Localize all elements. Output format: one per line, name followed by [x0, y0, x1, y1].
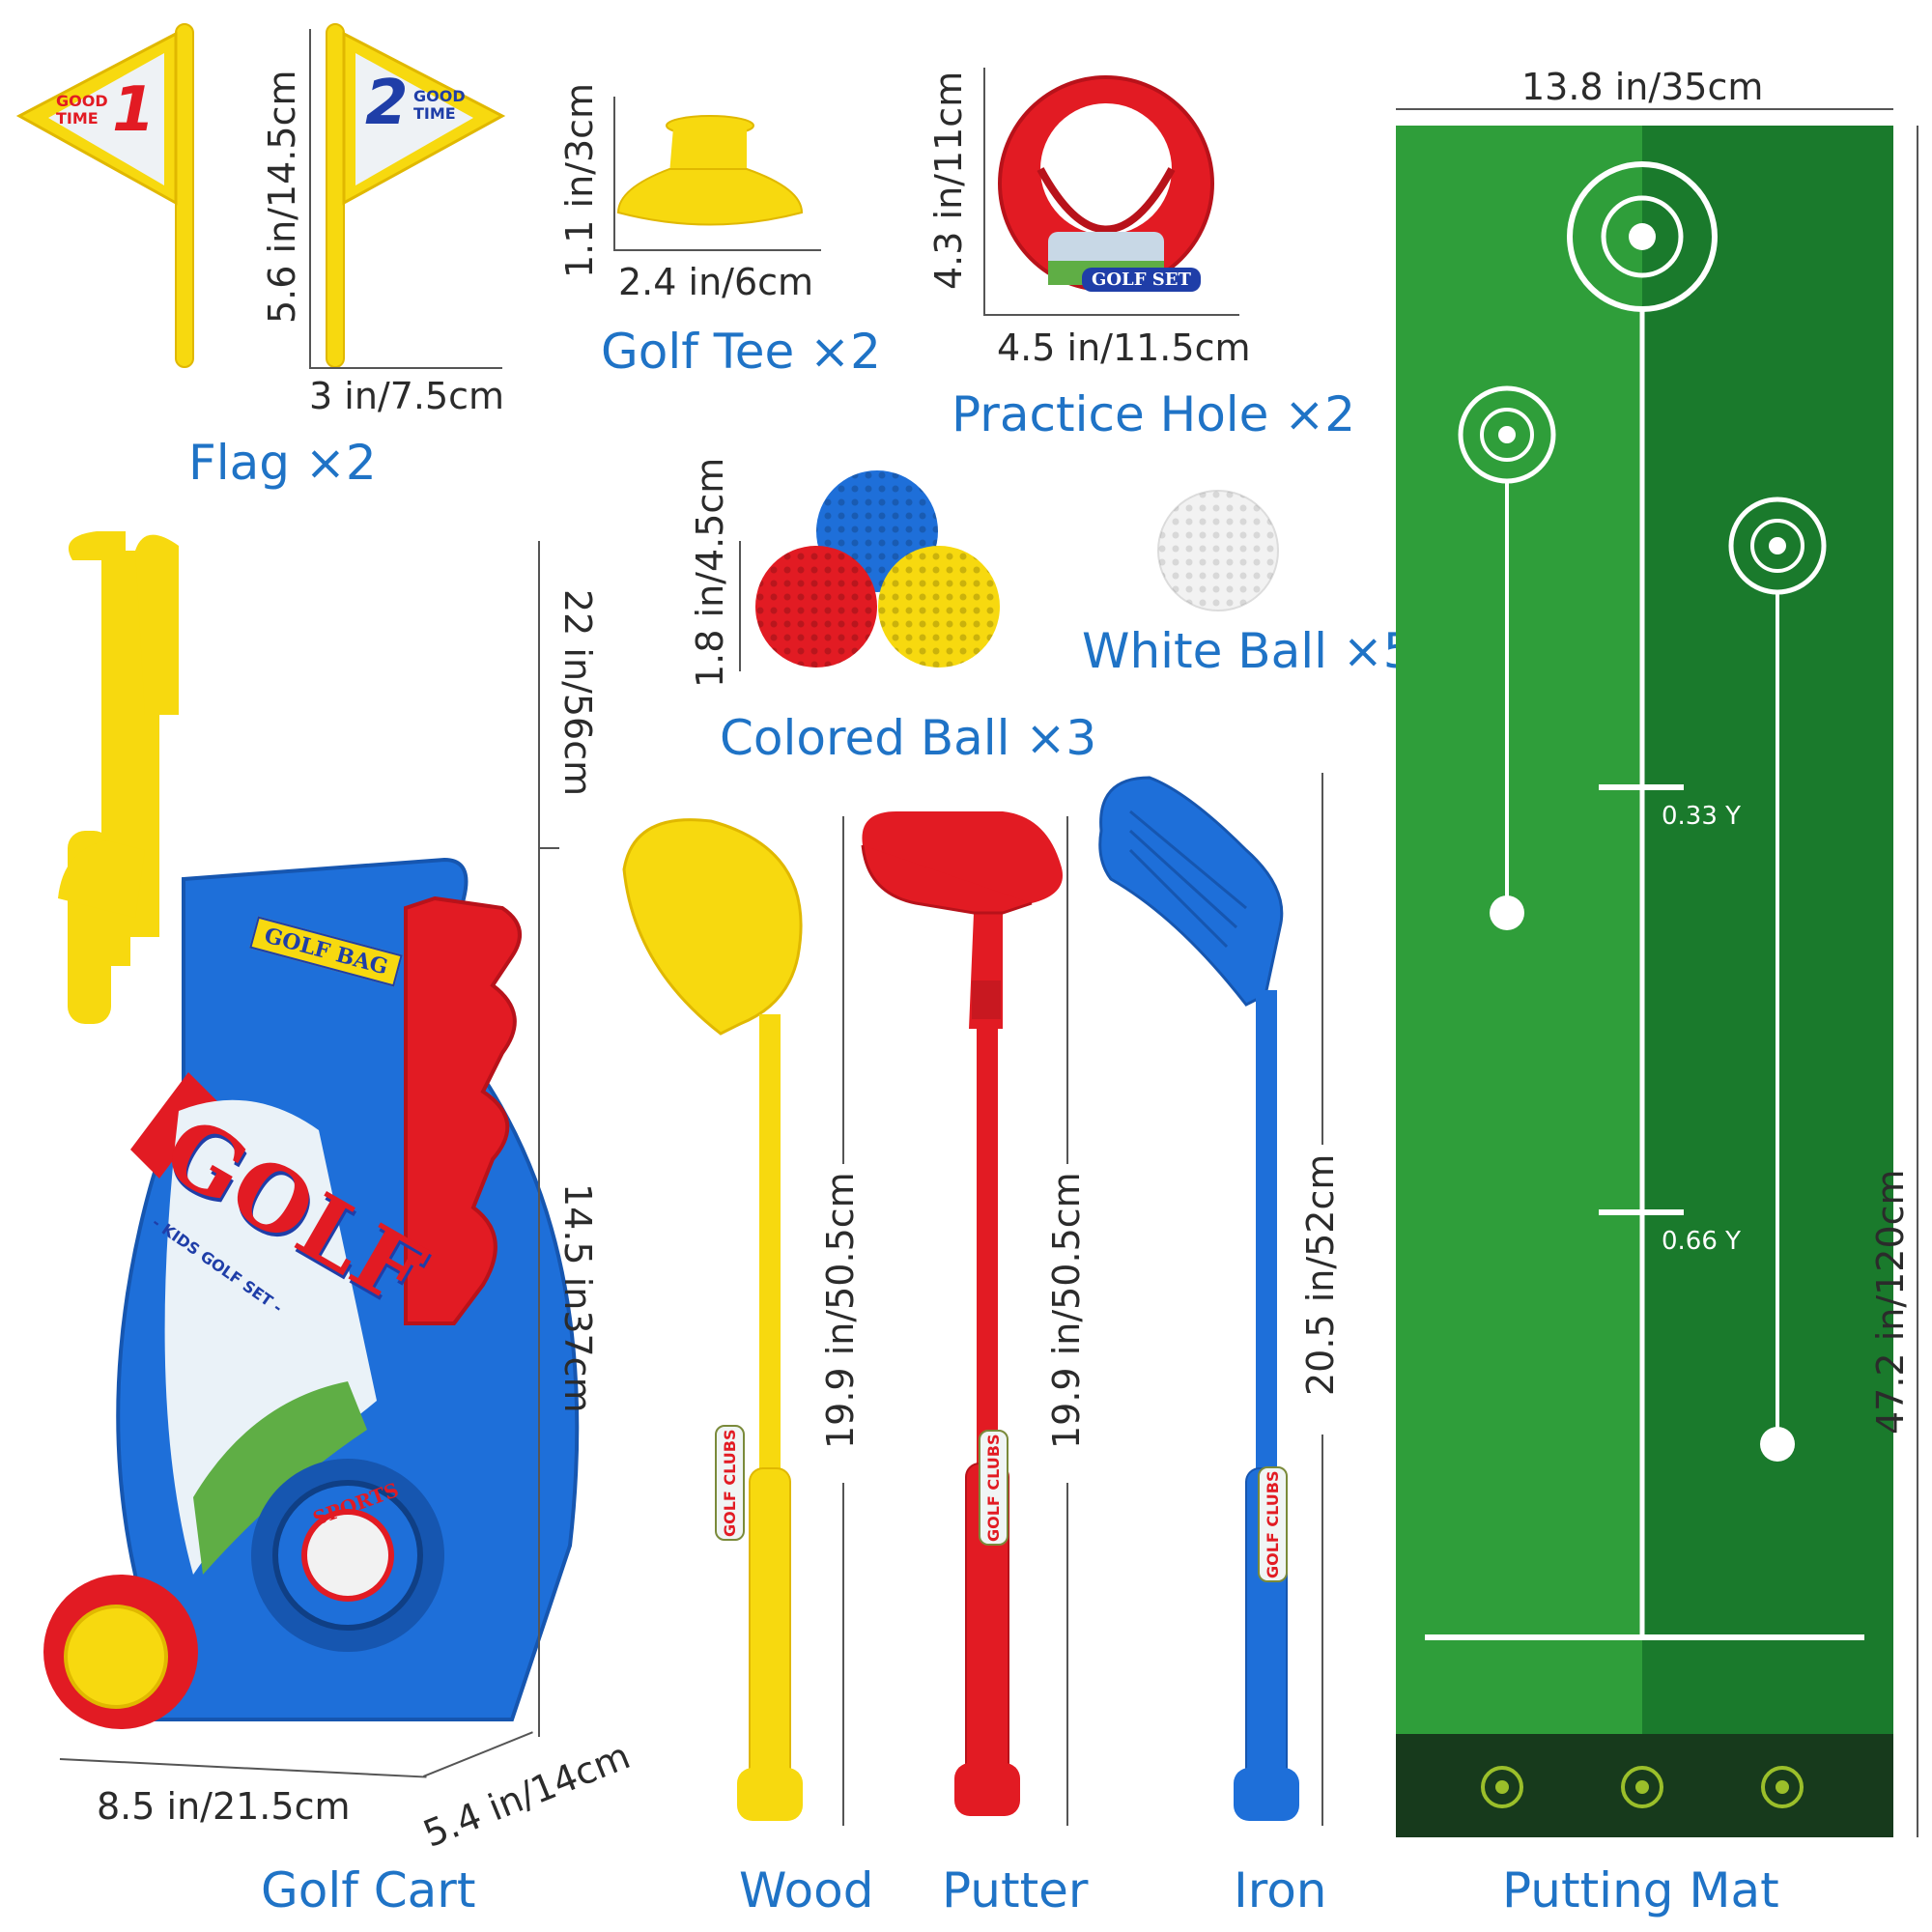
- tee-width-dim: 2.4 in/6cm: [618, 261, 814, 303]
- colored-balls-illustration: [755, 470, 1000, 668]
- flag-width-dim: 3 in/7.5cm: [309, 375, 505, 417]
- mat-width-dim: 13.8 in/35cm: [1521, 66, 1764, 108]
- mat-length-rule: [1917, 126, 1918, 1837]
- tee-width-rule: [613, 249, 821, 251]
- putter-grip-badge: GOLF CLUBS: [979, 1430, 1009, 1546]
- flag-height-dim: 5.6 in/14.5cm: [261, 70, 303, 324]
- wood-club-illustration: [622, 818, 803, 1821]
- hole-height-rule: [983, 68, 985, 314]
- white-ball-illustration: [1157, 490, 1279, 611]
- golf-cart-illustration: [43, 531, 580, 1729]
- putter-length-dim: 19.9 in/50.5cm: [1045, 1172, 1088, 1449]
- cart-mid-tick: [538, 847, 559, 849]
- cart-bag-height-dim: 14.5 in37cm: [556, 1183, 599, 1413]
- flag-1-good: GOOD: [56, 92, 108, 110]
- mat-length-dim: 47.2 in/120cm: [1869, 1169, 1912, 1435]
- hole-width-rule: [983, 314, 1239, 316]
- white-ball-label: White Ball ×5: [1082, 623, 1414, 679]
- colored-ball-label: Colored Ball ×3: [720, 710, 1097, 766]
- putter-label: Putter: [942, 1862, 1089, 1918]
- flag-width-rule: [309, 367, 502, 369]
- cart-bag-height-rule: [538, 848, 540, 1737]
- flag-1-illustration: [15, 23, 194, 368]
- practice-hole-illustration: [998, 75, 1214, 292]
- iron-label: Iron: [1234, 1862, 1327, 1918]
- flag-2-good: GOOD: [413, 87, 466, 105]
- mat-mark-033: 0.33 Y: [1662, 802, 1742, 831]
- putter-length-rule-bottom: [1066, 1483, 1068, 1826]
- putter-length-rule-top: [1066, 816, 1068, 1164]
- tee-height-dim: 1.1 in/3cm: [558, 82, 601, 278]
- flag-height-rule: [309, 29, 311, 367]
- iron-grip-badge: GOLF CLUBS: [1258, 1466, 1288, 1582]
- hole-label: Practice Hole ×2: [952, 386, 1356, 442]
- flag-label: Flag ×2: [188, 435, 377, 491]
- hole-height-dim: 4.3 in/11cm: [927, 71, 970, 290]
- hole-badge: GOLF SET: [1082, 268, 1201, 292]
- flag-1-pole: [175, 23, 194, 368]
- tee-label: Golf Tee ×2: [601, 324, 881, 380]
- iron-club-illustration: [1098, 776, 1299, 1821]
- mat-width-rule: [1396, 108, 1893, 110]
- iron-length-dim: 20.5 in/52cm: [1299, 1153, 1342, 1396]
- flag-2-illustration: [326, 23, 506, 368]
- hole-width-dim: 4.5 in/11.5cm: [997, 327, 1251, 369]
- wood-length-rule-bottom: [842, 1483, 844, 1826]
- mat-dark-half: [1642, 126, 1893, 1734]
- cart-label: Golf Cart: [261, 1862, 476, 1918]
- wood-length-rule-top: [842, 816, 844, 1164]
- wood-length-dim: 19.9 in/50.5cm: [819, 1172, 862, 1449]
- tee-height-rule: [613, 97, 615, 249]
- mat-label: Putting Mat: [1502, 1862, 1779, 1918]
- putter-club-illustration: [861, 811, 1063, 1816]
- flag-2-pole: [326, 23, 345, 368]
- flag-2-time: TIME: [413, 104, 456, 123]
- iron-length-rule-top: [1321, 773, 1323, 1145]
- wood-grip-badge: GOLF CLUBS: [715, 1425, 745, 1541]
- colored-ball-height-dim: 1.8 in/4.5cm: [689, 457, 731, 688]
- golf-tee-illustration: [616, 115, 804, 226]
- flag-1-time: TIME: [56, 109, 99, 128]
- cart-total-height-rule: [538, 541, 540, 848]
- flag-1-number: 1: [112, 74, 156, 146]
- iron-length-rule-bottom: [1321, 1435, 1323, 1826]
- wood-label: Wood: [739, 1862, 874, 1918]
- cart-total-height-dim: 22 in/56cm: [556, 589, 599, 797]
- mat-mark-066: 0.66 Y: [1662, 1227, 1742, 1256]
- colored-ball-height-rule: [739, 541, 741, 671]
- putting-mat-markings: [1425, 161, 1864, 1808]
- cart-width-dim: 8.5 in/21.5cm: [97, 1785, 351, 1828]
- flag-2-number: 2: [365, 68, 409, 139]
